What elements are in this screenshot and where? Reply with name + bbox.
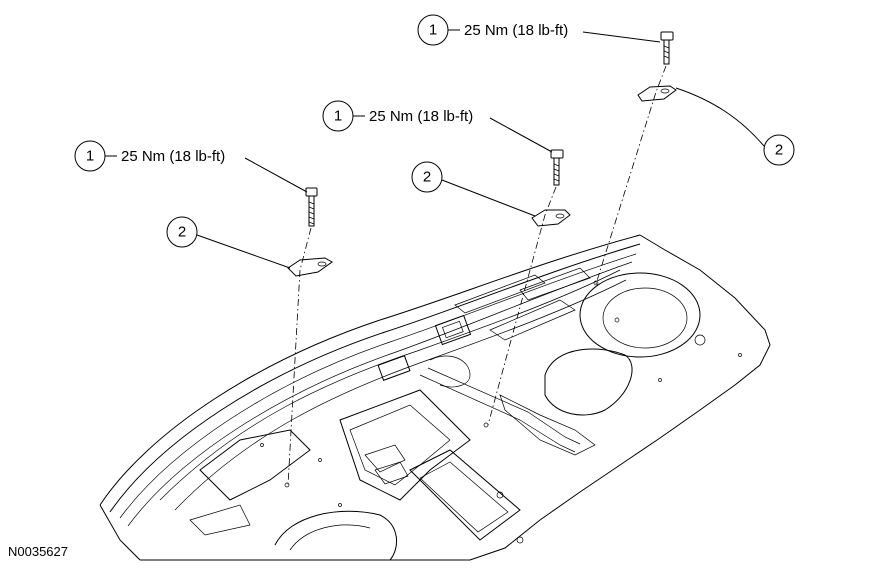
alignment-line-left [287, 227, 312, 486]
callout-number: 2 [423, 169, 431, 186]
bracket-middle [531, 209, 571, 227]
callout-number: 2 [178, 224, 186, 241]
bracket-left [287, 257, 333, 277]
bolt-left [305, 187, 318, 227]
callout-torque-middle: 1 25 Nm (18 lb-ft) [322, 100, 553, 153]
bracket-right [637, 85, 677, 102]
alignment-line-middle [487, 186, 557, 426]
callout-bracket-left: 2 [166, 216, 291, 269]
callout-number: 1 [429, 22, 437, 39]
callout-number: 1 [86, 148, 94, 165]
bolt-middle [550, 149, 564, 186]
callout-number: 2 [775, 142, 783, 159]
callout-bracket-right: 2 [675, 87, 795, 166]
figure-id: N0035627 [8, 544, 68, 559]
callout-number: 1 [334, 108, 342, 125]
callout-torque-right: 1 25 Nm (18 lb-ft) [417, 14, 661, 46]
package-tray-panel [99, 234, 771, 561]
callout-torque-left: 1 25 Nm (18 lb-ft) [74, 140, 308, 193]
bolt-right [660, 31, 674, 65]
alignment-line-right [595, 65, 667, 285]
torque-spec-label: 25 Nm (18 lb-ft) [121, 148, 225, 165]
torque-spec-label: 25 Nm (18 lb-ft) [464, 22, 568, 39]
torque-spec-label: 25 Nm (18 lb-ft) [369, 108, 473, 125]
callout-bracket-middle: 2 [411, 161, 536, 217]
